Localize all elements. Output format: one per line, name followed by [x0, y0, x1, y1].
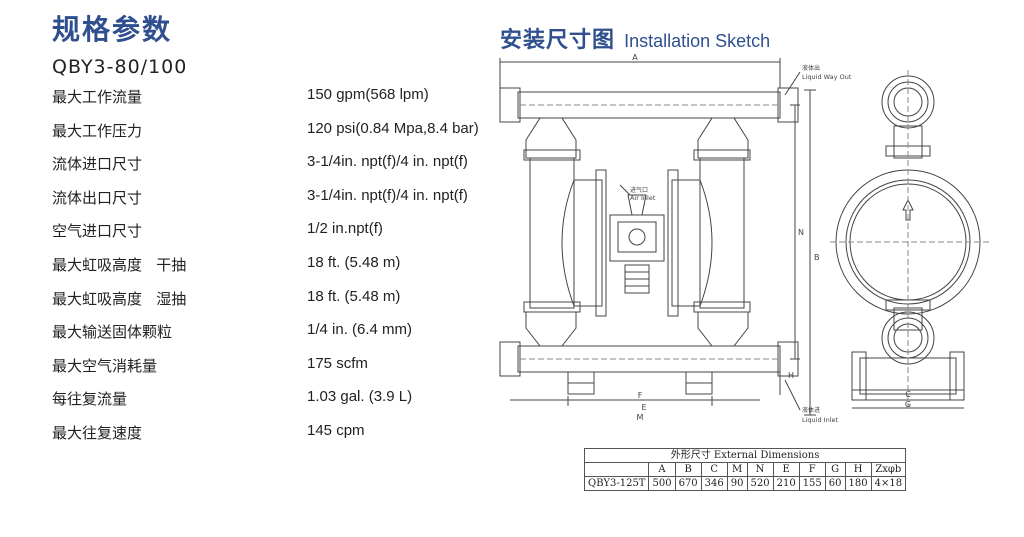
- table-cell: 500: [648, 476, 676, 491]
- spec-label: 最大工作流量: [52, 88, 143, 106]
- spec-row: 最大虹吸高度 干抽 18 ft. (5.48 m): [0, 254, 480, 284]
- table-cell: 180: [844, 476, 872, 491]
- diaphragm-left: [561, 179, 603, 307]
- model-number: QBY3-80/100: [52, 56, 188, 78]
- dim-label-g: G: [905, 400, 911, 409]
- dim-label-h: H: [788, 371, 794, 380]
- inlet-flange-left: [499, 341, 521, 377]
- spec-row: 最大工作流量 150 gpm(568 lpm): [0, 86, 480, 116]
- table-cell: 155: [798, 476, 826, 491]
- bottom-tee-left: [525, 311, 577, 347]
- spec-row: 每往复流量 1.03 gal. (3.9 L): [0, 388, 480, 418]
- table-cell: 520: [746, 476, 774, 491]
- spec-value: 18 ft. (5.48 m): [307, 254, 401, 271]
- spec-value: 3-1/4in. npt(f)/4 in. npt(f): [307, 186, 468, 204]
- spec-label: 最大工作压力: [52, 121, 143, 140]
- chamber-right: [699, 157, 745, 309]
- spec-value: 18 ft. (5.48 m): [307, 287, 401, 305]
- table-header-cell: C: [700, 462, 728, 477]
- dim-label-c: C: [905, 390, 911, 399]
- sketch-title-zh: 安装尺寸图: [500, 28, 616, 53]
- spec-row: 流体进口尺寸 3-1/4in. npt(f)/4 in. npt(f): [0, 153, 480, 183]
- table-header-cell: [583, 462, 650, 477]
- spec-row: 流体出口尺寸 3-1/4in. npt(f)/4 in. npt(f): [0, 187, 480, 217]
- spec-label: 流体进口尺寸: [52, 155, 143, 174]
- installation-drawing: A B N H F E M C G 液体出 Liquid Way Out 液体进…: [499, 53, 990, 424]
- table-header-cell: B: [674, 462, 702, 477]
- spec-row: 最大工作压力 120 psi(0.84 Mpa,8.4 bar): [0, 120, 480, 150]
- spec-value: 145 cpm: [307, 422, 365, 439]
- spec-value: 3-1/4in. npt(f)/4 in. npt(f): [307, 153, 468, 171]
- air-inlet-fitting: [627, 194, 647, 216]
- dim-label-n: N: [798, 228, 804, 237]
- air-inlet-zh: 进气口: [630, 186, 648, 194]
- outlet-flange-left: [499, 87, 521, 123]
- dim-label-f: F: [638, 391, 643, 400]
- table-cell: 670: [674, 476, 702, 491]
- dim-label-a: A: [632, 53, 638, 62]
- table-cell: 90: [726, 476, 748, 491]
- table-cell: QBY3-125T: [583, 476, 650, 491]
- liquid-in-label: Liquid Inlet: [802, 416, 839, 424]
- spec-title: 规格参数: [52, 13, 173, 46]
- table-header-cell: M: [726, 462, 748, 477]
- outlet-pipe: [517, 91, 781, 119]
- sketch-title-en: Installation Sketch: [624, 31, 771, 51]
- diaphragm-right: [671, 179, 713, 307]
- table-cell: 60: [824, 476, 846, 491]
- inlet-pipe: [517, 345, 781, 373]
- table-header-cell: G: [824, 462, 846, 477]
- spec-row: 最大虹吸高度 湿抽 18 ft. (5.48 m): [0, 288, 480, 318]
- table-header-cell: N: [746, 462, 774, 477]
- dim-label-e: E: [641, 403, 646, 412]
- top-tee-right: [697, 117, 749, 159]
- spec-value: 150 gpm(568 lpm): [307, 86, 429, 103]
- spec-row: 最大输送固体颗粒 1/4 in. (6.4 mm): [0, 321, 480, 351]
- spec-label: 最大空气消耗量: [52, 356, 158, 375]
- spec-row: 最大往复速度 145 cpm: [0, 422, 480, 452]
- sketch-title: 安装尺寸图 Installation Sketch: [500, 22, 770, 54]
- spec-label: 最大虹吸高度 干抽: [52, 256, 187, 274]
- dim-label-b: B: [814, 253, 820, 262]
- dim-label-m: M: [637, 413, 644, 422]
- chamber-left: [529, 157, 575, 309]
- spec-label: 空气进口尺寸: [52, 222, 143, 241]
- table-header-cell: A: [648, 462, 676, 477]
- top-tee-left: [525, 117, 577, 159]
- spec-label: 流体出口尺寸: [52, 188, 143, 207]
- liquid-out-label: Liquid Way Out: [802, 73, 852, 81]
- table-cell: 4×18: [870, 476, 907, 491]
- spec-value: 1/2 in.npt(f): [307, 220, 383, 238]
- table-header-cell: F: [798, 462, 826, 477]
- liquid-in-zh: 液体进: [802, 406, 820, 414]
- spec-value: 1.03 gal. (3.9 L): [307, 388, 413, 406]
- spec-value: 175 scfm: [307, 354, 368, 372]
- table-header-cell: H: [844, 462, 872, 477]
- air-inlet-label: Air Inlet: [630, 194, 656, 202]
- spec-value: 120 psi(0.84 Mpa,8.4 bar): [307, 119, 479, 137]
- table-cell: 210: [772, 476, 800, 491]
- spec-label: 每往复流量: [52, 390, 128, 409]
- liquid-out-zh: 液体出: [802, 64, 820, 72]
- spec-row: 空气进口尺寸 1/2 in.npt(f): [0, 220, 480, 250]
- bottom-tee-right: [697, 311, 749, 347]
- table-caption: 外形尺寸 External Dimensions: [583, 448, 907, 463]
- spec-value: 1/4 in. (6.4 mm): [307, 321, 413, 339]
- spec-label: 最大虹吸高度 湿抽: [52, 289, 187, 308]
- spec-label: 最大往复速度: [52, 424, 143, 442]
- table-header-cell: Zxφb: [870, 462, 907, 477]
- table-cell: 346: [700, 476, 728, 491]
- spec-row: 最大空气消耗量 175 scfm: [0, 355, 480, 385]
- spec-label: 最大输送固体颗粒: [52, 323, 173, 342]
- table-header-cell: E: [772, 462, 800, 477]
